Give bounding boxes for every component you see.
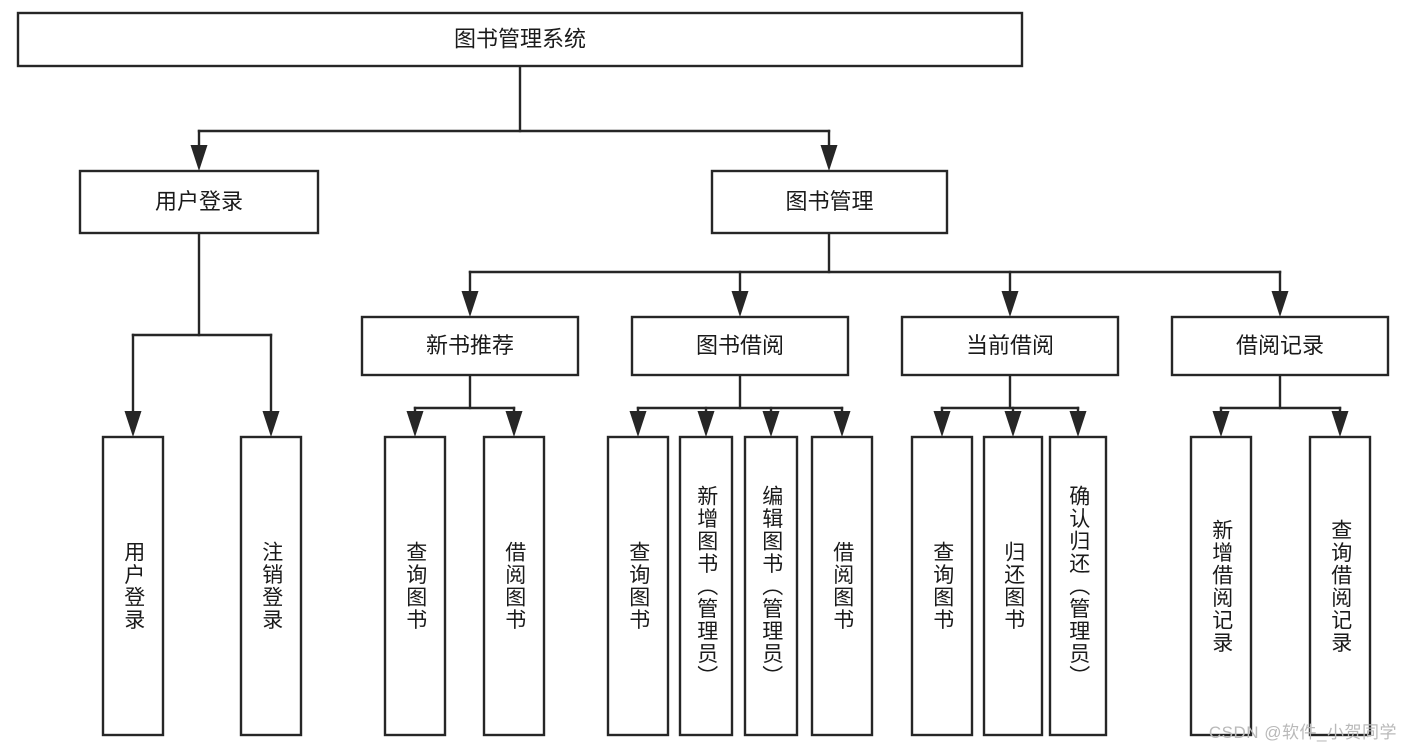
arrow-head-0: [406, 411, 424, 437]
node-box-borrow-record[interactable]: [1170, 315, 1390, 377]
node-label-root: 图书管理系统: [454, 26, 586, 51]
arrow-head-2: [1001, 291, 1019, 317]
connector-recommend_to_leaves: [406, 373, 523, 437]
node-label-borrow-record: 借阅记录: [1236, 333, 1324, 358]
arrow-head-1: [820, 145, 838, 171]
node-box-leaf-add-book[interactable]: [678, 435, 734, 737]
arrow-head-3: [833, 411, 851, 437]
node-box-leaf-borrow-book-b[interactable]: [810, 435, 874, 737]
node-box-leaf-confirm-return[interactable]: [1048, 435, 1108, 737]
node-box-leaf-query-book-b[interactable]: [606, 435, 670, 737]
arrow-head-0: [629, 411, 647, 437]
arrow-head-1: [1331, 411, 1349, 437]
node-label-new-book-recommend: 新书推荐: [426, 333, 514, 358]
arrow-head-0: [1212, 411, 1230, 437]
node-label-user-login: 用户登录: [155, 189, 243, 214]
node-box-leaf-logout[interactable]: [239, 435, 303, 737]
watermark-credit: CSDN @软件_小贺同学: [1208, 723, 1397, 742]
arrow-head-2: [1069, 411, 1087, 437]
connector-borrow_to_leaves: [629, 373, 851, 437]
node-box-leaf-add-record[interactable]: [1189, 435, 1253, 737]
node-label-book-borrow: 图书借阅: [696, 333, 784, 358]
connector-current_to_leaves: [933, 373, 1087, 437]
arrow-head-0: [461, 291, 479, 317]
node-box-leaf-query-book-c[interactable]: [910, 435, 974, 737]
arrow-head-0: [933, 411, 951, 437]
arrow-head-0: [190, 145, 208, 171]
arrow-head-1: [505, 411, 523, 437]
node-box-book-manage[interactable]: [710, 169, 949, 235]
node-box-leaf-edit-book[interactable]: [743, 435, 799, 737]
arrow-head-1: [262, 411, 280, 437]
arrow-head-2: [762, 411, 780, 437]
connector-userlogin_to_leaves: [124, 231, 280, 437]
arrow-head-1: [697, 411, 715, 437]
node-box-new-book-recommend[interactable]: [360, 315, 580, 377]
node-box-root[interactable]: [16, 11, 1024, 68]
node-box-leaf-borrow-book-a[interactable]: [482, 435, 546, 737]
arrow-head-3: [1271, 291, 1289, 317]
node-box-leaf-return-book[interactable]: [982, 435, 1044, 737]
node-box-book-borrow[interactable]: [630, 315, 850, 377]
boxes-layer: [16, 11, 1390, 737]
edges-layer: [124, 64, 1349, 437]
node-box-leaf-query-record[interactable]: [1308, 435, 1372, 737]
connector-bookmanage_to_level2: [461, 231, 1289, 317]
arrow-head-1: [731, 291, 749, 317]
node-box-current-borrow[interactable]: [900, 315, 1120, 377]
node-box-leaf-user-login[interactable]: [101, 435, 165, 737]
connector-record_to_leaves: [1212, 373, 1349, 437]
arrow-head-1: [1004, 411, 1022, 437]
node-label-current-borrow: 当前借阅: [966, 333, 1054, 358]
connector-root_to_level1: [190, 64, 838, 171]
arrow-head-0: [124, 411, 142, 437]
node-label-book-manage: 图书管理: [785, 189, 873, 214]
node-box-user-login[interactable]: [78, 169, 320, 235]
node-box-leaf-query-book-a[interactable]: [383, 435, 447, 737]
